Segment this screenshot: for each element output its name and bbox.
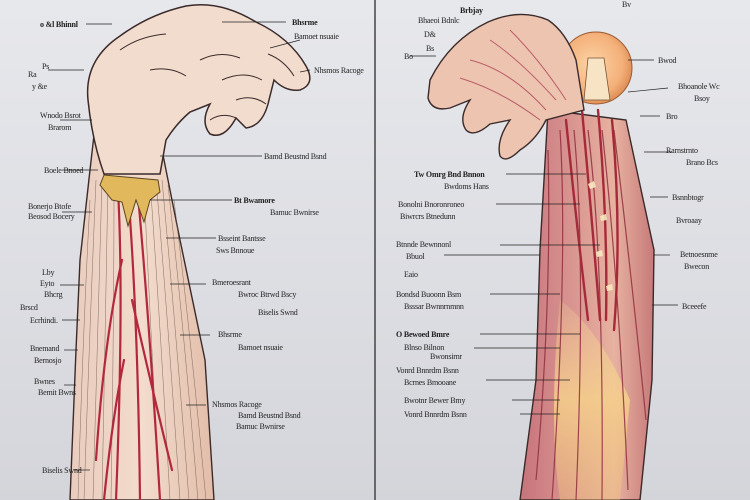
left-label-15: Bnemand <box>30 344 60 353</box>
left-hand <box>86 3 311 175</box>
right-hand-fibers <box>459 29 567 121</box>
left-label-26: Bsseint Bantsse <box>218 234 266 243</box>
left-label-2: Ra <box>28 70 37 79</box>
right-label-18: Tw Omrg Bnd Bnnon <box>414 170 485 179</box>
right-label-4: Bo <box>404 52 413 61</box>
left-label-10: Bhcrg <box>44 290 63 299</box>
left-label-12: Boele Bnoed <box>44 166 84 175</box>
left-forearm-body <box>69 98 215 500</box>
left-label-21: Bamoet nsuaie <box>294 32 339 41</box>
left-label-16: Bernosjo <box>34 356 62 365</box>
left-label-23: Bamd Beustnd Bsnd <box>264 152 327 161</box>
left-forearm <box>69 3 311 500</box>
left-label-25: Bamuc Bwnirse <box>270 208 319 217</box>
right-label-20: Bonolni Bnoronroneo <box>398 200 465 209</box>
right-label-26: Bsssar Bwnnrnmnn <box>404 302 464 311</box>
left-label-34: Bamd Beustnd Bsnd <box>238 411 301 420</box>
right-nerve-highlights <box>588 181 613 291</box>
left-wrist-bone <box>99 174 161 228</box>
right-label-23: Bbuol <box>406 252 425 261</box>
left-label-1: o &l Bhinnl <box>40 20 78 29</box>
leader-lines <box>48 21 678 471</box>
right-label-5: Bs <box>426 44 435 53</box>
right-forearm <box>427 13 655 500</box>
right-label-8: Bhoanole Wc <box>678 82 720 91</box>
left-label-3: y &e <box>32 82 47 91</box>
left-label-4: Ps <box>42 62 50 71</box>
left-label-18: Bemit Bwns <box>38 388 76 397</box>
left-label-35: Bamuc Bwnirse <box>236 422 285 431</box>
right-label-28: Blnso Bilnon <box>404 343 445 352</box>
right-label-10: Bro <box>666 112 678 121</box>
right-label-30: Vonrd Bnnrdm Bsnn <box>396 366 459 375</box>
left-label-28: Bmeroesrant <box>212 278 251 287</box>
right-label-25: Bondsd Buoonn Bsm <box>396 290 462 299</box>
right-label-17: Bceeefe <box>682 302 707 311</box>
right-label-27: O Bewoed Bmre <box>396 330 450 339</box>
right-label-7: Bwod <box>658 56 677 65</box>
right-label-2: Bhaeoi Bdnlc <box>418 16 460 25</box>
left-label-30: Biselis Swnd <box>258 308 298 317</box>
right-label-32: Bwotnr Bewer Bmy <box>404 396 466 405</box>
left-label-5: Wnodo Bsrot <box>40 111 81 120</box>
right-label-24: Eaio <box>404 270 418 279</box>
left-label-32: Bamoet nsuaie <box>238 343 283 352</box>
left-label-9: Eyto <box>40 279 55 288</box>
left-label-19: Biselis Swnd <box>42 466 82 475</box>
left-label-27: Sws Bnnoue <box>216 246 255 255</box>
right-label-31: Bcrnes Bmooane <box>404 378 457 387</box>
left-label-22: Nhsmos Racoge <box>314 66 364 75</box>
left-hand-knuckles <box>119 33 295 121</box>
right-label-33: Vonrd Bnnrdm Bsnn <box>404 410 467 419</box>
right-label-14: Bvroaay <box>676 216 702 225</box>
left-label-11: Beosod Bocery <box>28 212 75 221</box>
left-label-6: Brarom <box>48 123 72 132</box>
left-label-29: Bwroc Btrwd Bscy <box>238 290 297 299</box>
right-label-11: Rarnstrnto <box>666 146 698 155</box>
right-label-19: Bwdoms Hans <box>444 182 489 191</box>
right-hand <box>427 13 585 160</box>
right-label-15: Betnoesnme <box>680 250 718 259</box>
left-label-17: Bwnes <box>34 377 55 386</box>
right-forearm-glow <box>554 300 630 500</box>
left-blood-vessels <box>94 188 174 500</box>
right-label-9: Bsoy <box>694 94 710 103</box>
right-label-6: Bv <box>622 0 631 9</box>
left-label-8: Lby <box>42 268 55 277</box>
left-label-7: Bonerjo Btofe <box>28 202 71 211</box>
right-label-13: Bsnnbtogr <box>672 193 704 202</box>
left-label-14: Ecrhindi. <box>30 316 58 325</box>
right-label-1: Brbjay <box>460 6 483 15</box>
left-label-13: Brscd <box>20 303 38 312</box>
right-joint-bone <box>583 57 611 101</box>
right-label-29: Bwonsirnr <box>430 352 462 361</box>
left-label-24: Bt Bwamore <box>234 196 275 205</box>
left-label-31: Bhsrme <box>218 330 242 339</box>
right-label-21: Biwrcrs Btnedunn <box>400 212 456 221</box>
right-label-12: Brano Bcs <box>686 158 718 167</box>
left-label-33: Nhsmos Racoge <box>212 400 262 409</box>
right-label-16: Bwecon <box>684 262 710 271</box>
right-label-22: Btnnde Bewnnonl <box>396 240 451 249</box>
right-label-3: D& <box>424 30 436 39</box>
left-label-20: Bhsrme <box>292 18 318 27</box>
